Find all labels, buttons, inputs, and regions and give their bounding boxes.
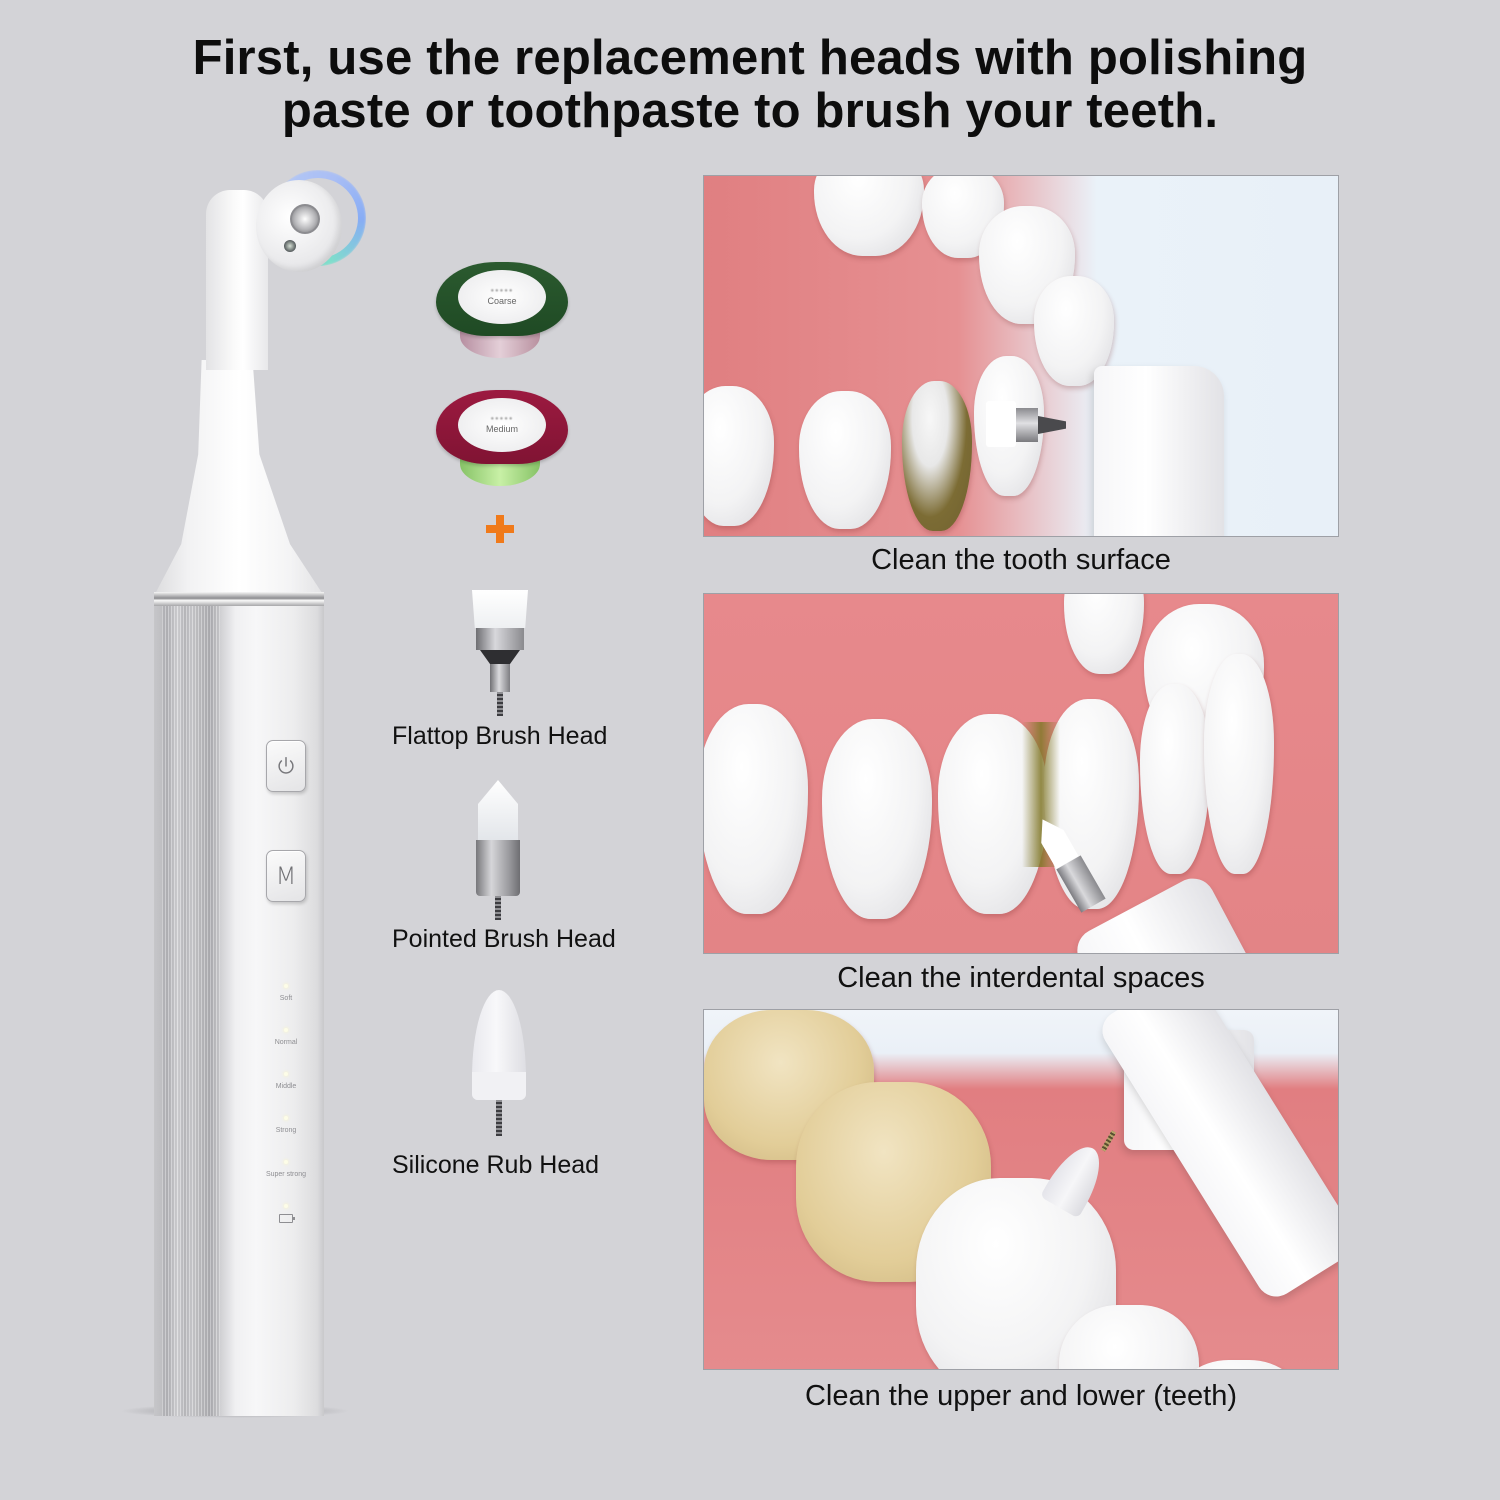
mode-indicator: Super strong xyxy=(260,1158,312,1202)
brush-head-item: Flattop Brush Head xyxy=(392,722,662,751)
mode-indicator: Soft xyxy=(260,982,312,1026)
headline-line-1: First, use the replacement heads with po… xyxy=(192,31,1308,85)
pot-grade: Medium xyxy=(485,424,518,434)
mode-label: Normal xyxy=(274,1039,298,1046)
brush-head-item: Pointed Brush Head xyxy=(392,925,662,954)
mode-indicator: Strong xyxy=(260,1114,312,1158)
power-icon xyxy=(278,757,294,774)
pot-brand-blurred: ●●●●● xyxy=(490,288,514,294)
flattop-brush-head-icon xyxy=(470,590,530,718)
led-icon xyxy=(284,1072,288,1076)
mode-indicator-list: Soft Normal Middle Strong Super strong xyxy=(260,982,312,1246)
headline: First, use the replacement heads with po… xyxy=(0,32,1500,138)
led-icon xyxy=(284,1160,288,1164)
led-icon xyxy=(284,1028,288,1032)
pot-label: ●●●●● Medium xyxy=(458,398,546,452)
mode-label: Soft xyxy=(279,995,293,1002)
polisher-device: M Soft Normal Middle Strong Super strong xyxy=(110,160,410,1430)
polishing-paste-coarse: ●●●●● Coarse xyxy=(436,262,568,362)
spindle-socket xyxy=(290,204,320,234)
brush-head-item: Silicone Rub Head xyxy=(392,1151,662,1180)
illustration-upper-lower-teeth xyxy=(703,1009,1339,1370)
pointed-brush-head-icon xyxy=(474,780,524,920)
illustration-tooth-surface xyxy=(703,175,1339,537)
mode-indicator: Middle xyxy=(260,1070,312,1114)
panel-caption: Clean the tooth surface xyxy=(871,544,1171,576)
battery-indicator xyxy=(260,1202,312,1246)
mode-label: Middle xyxy=(275,1083,297,1090)
battery-icon xyxy=(279,1214,295,1223)
device-neck xyxy=(154,360,324,596)
headline-line-2: paste or toothpaste to brush your teeth. xyxy=(281,84,1219,138)
led-icon xyxy=(284,1116,288,1120)
led-icon xyxy=(284,1204,288,1208)
mode-button[interactable]: M xyxy=(266,850,306,902)
light-icon xyxy=(284,240,296,252)
pot-grade: Coarse xyxy=(487,296,517,306)
pot-brand-blurred: ●●●●● xyxy=(490,416,514,422)
power-button[interactable] xyxy=(266,740,306,792)
pot-label: ●●●●● Coarse xyxy=(458,270,546,324)
brush-head-label: Pointed Brush Head xyxy=(392,925,616,953)
brush-head-label: Silicone Rub Head xyxy=(392,1151,600,1179)
brush-head-label: Flattop Brush Head xyxy=(392,722,608,750)
pot-lid: ●●●●● Medium xyxy=(436,390,568,464)
device-handle xyxy=(154,598,324,1416)
panel-caption: Clean the upper and lower (teeth) xyxy=(804,1380,1238,1412)
illustration-interdental-spaces xyxy=(703,593,1339,954)
panel-caption: Clean the interdental spaces xyxy=(837,962,1205,994)
handle-grip-ribs xyxy=(162,598,220,1416)
mode-label: Super strong xyxy=(265,1171,307,1178)
polishing-paste-medium: ●●●●● Medium xyxy=(436,390,568,490)
mode-button-label: M xyxy=(275,862,297,890)
led-icon xyxy=(284,984,288,988)
chrome-ring xyxy=(154,592,324,606)
mode-label: Strong xyxy=(275,1127,297,1134)
pot-lid: ●●●●● Coarse xyxy=(436,262,568,336)
mode-indicator: Normal xyxy=(260,1026,312,1070)
silicone-rub-head-icon xyxy=(472,990,526,1138)
plus-icon xyxy=(484,513,516,545)
